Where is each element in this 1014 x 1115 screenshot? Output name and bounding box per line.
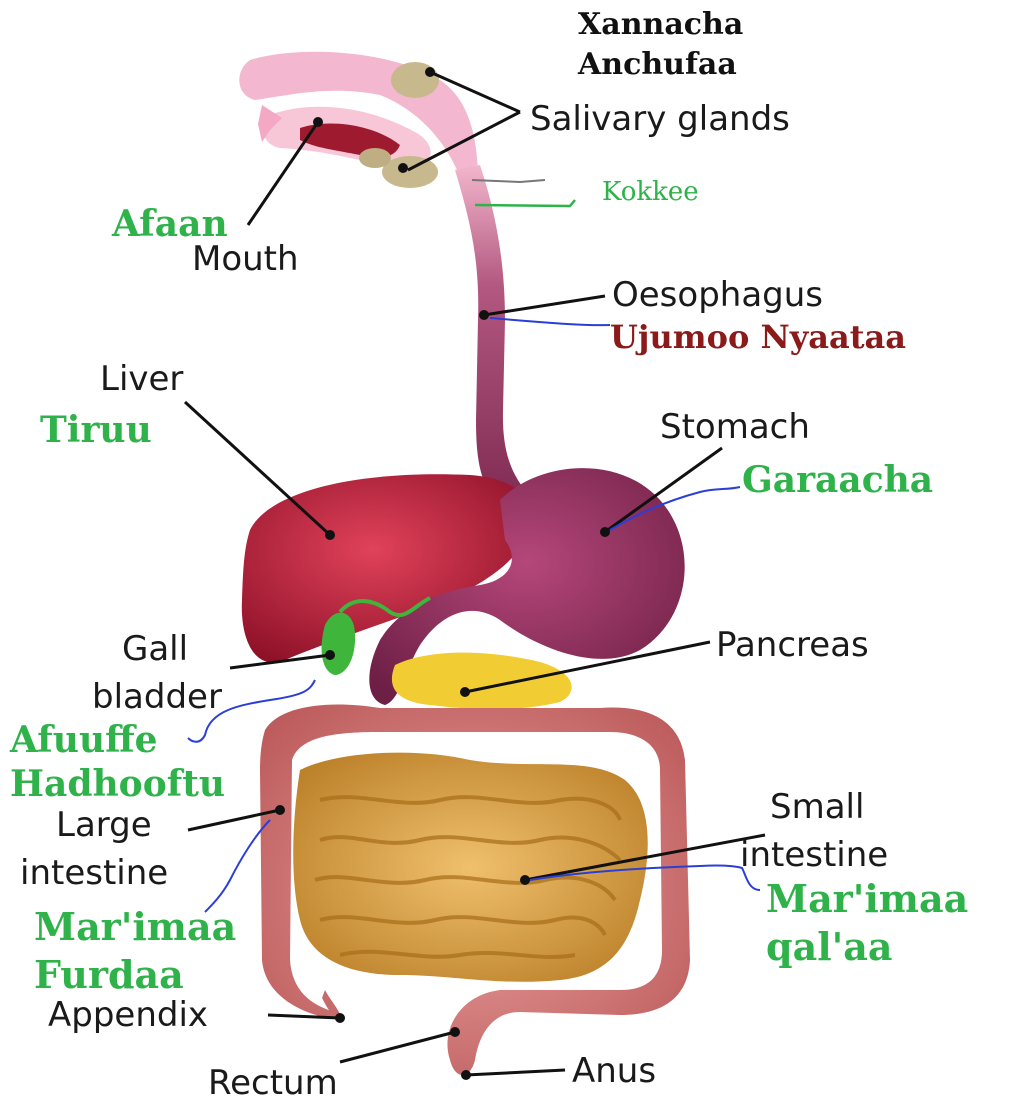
salivary-gland-small — [359, 148, 391, 168]
label-liver-en: Liver — [100, 359, 183, 399]
label-oesophagus-en: Oesophagus — [612, 275, 823, 315]
pancreas-shape — [392, 653, 572, 710]
label-appendix-en: Appendix — [48, 995, 208, 1035]
label-small-en-2: intestine — [740, 835, 888, 875]
label-large-om-1: Mar'imaa — [34, 904, 236, 949]
label-large-en-2: intestine — [20, 853, 168, 893]
label-gall-en-1: Gall — [122, 629, 188, 669]
label-oesophagus-om: Ujumoo Nyaataa — [610, 318, 906, 356]
oesophagus-shape — [455, 165, 540, 510]
label-stomach-en: Stomach — [660, 407, 810, 447]
label-gall-om-2: Hadhooftu — [10, 763, 225, 805]
label-gall-en-2: bladder — [92, 677, 222, 717]
label-liver-om: Tiruu — [40, 409, 152, 451]
label-small-om-1: Mar'imaa — [766, 876, 968, 921]
label-rectum-en: Rectum — [208, 1063, 338, 1103]
label-large-om-2: Furdaa — [34, 952, 184, 997]
label-mouth-en: Mouth — [192, 239, 299, 279]
label-salivary-en: Salivary glands — [530, 99, 790, 139]
label-small-en-1: Small — [770, 787, 864, 827]
label-pancreas-en: Pancreas — [716, 625, 869, 665]
salivary-gland-lower — [382, 156, 438, 188]
label-gall-om-1: Afuuffe — [9, 719, 158, 761]
label-large-en-1: Large — [56, 805, 152, 845]
label-anus-en: Anus — [572, 1051, 656, 1091]
label-salivary-om-2: Anchufaa — [577, 47, 737, 82]
label-throat-om: Kokkee — [602, 177, 699, 207]
label-stomach-om: Garaacha — [742, 459, 933, 501]
label-small-om-2: qal'aa — [766, 924, 893, 969]
label-salivary-om-1: Xannacha — [578, 7, 743, 42]
